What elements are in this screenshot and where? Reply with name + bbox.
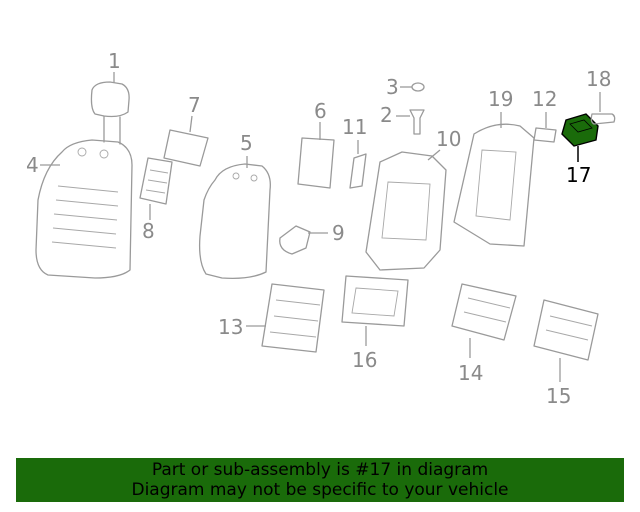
headrest-part[interactable] xyxy=(90,81,130,145)
parts-diagram: 1 4 7 8 5 6 11 9 xyxy=(26,49,616,408)
lumbar-part-9[interactable] xyxy=(279,225,311,255)
banner-line-1: Part or sub-assembly is #17 in diagram xyxy=(151,460,489,480)
banner-line-2: Diagram may not be specific to your vehi… xyxy=(131,480,509,500)
cushion-frame-part-16[interactable] xyxy=(341,275,409,327)
trim-part-12[interactable] xyxy=(533,127,557,143)
callout-16: 16 xyxy=(352,348,377,372)
seatback-pad-part-5[interactable] xyxy=(198,163,271,280)
callout-4: 4 xyxy=(26,153,39,177)
heater-mat-part-8[interactable] xyxy=(139,157,173,205)
callout-13: 13 xyxy=(218,315,243,339)
callout-6: 6 xyxy=(314,99,327,123)
callout-5: 5 xyxy=(240,131,253,155)
seatback-frame-part-10[interactable] xyxy=(365,151,447,271)
callout-8: 8 xyxy=(142,219,155,243)
callout-17: 17 xyxy=(566,163,591,187)
back-panel-part-19[interactable] xyxy=(453,123,535,247)
panel-part-6[interactable] xyxy=(297,137,335,189)
info-banner: Part or sub-assembly is #17 in diagram D… xyxy=(16,458,624,502)
callout-11: 11 xyxy=(342,115,367,139)
clip-part-3[interactable] xyxy=(411,82,425,92)
seatback-cover-part[interactable] xyxy=(35,139,133,279)
callout-10: 10 xyxy=(436,127,461,151)
cushion-frame-part-15[interactable] xyxy=(533,299,599,361)
guide-part-2[interactable] xyxy=(409,109,425,135)
callout-9: 9 xyxy=(332,221,345,245)
callout-2: 2 xyxy=(380,103,393,127)
callout-14: 14 xyxy=(458,361,483,385)
callout-19: 19 xyxy=(488,87,513,111)
cushion-frame-part-14[interactable] xyxy=(451,283,517,341)
cushion-frame-part-13[interactable] xyxy=(261,283,325,353)
pad-part-7[interactable] xyxy=(163,129,209,167)
callout-1: 1 xyxy=(108,49,121,73)
bracket-part-11[interactable] xyxy=(349,153,367,189)
callout-18: 18 xyxy=(586,67,611,91)
switch-module-part-17[interactable] xyxy=(561,113,599,147)
switch-bezel-part-18[interactable] xyxy=(590,113,616,125)
callout-3: 3 xyxy=(386,75,399,99)
callout-7: 7 xyxy=(188,93,201,117)
callout-15: 15 xyxy=(546,384,571,408)
callout-12: 12 xyxy=(532,87,557,111)
